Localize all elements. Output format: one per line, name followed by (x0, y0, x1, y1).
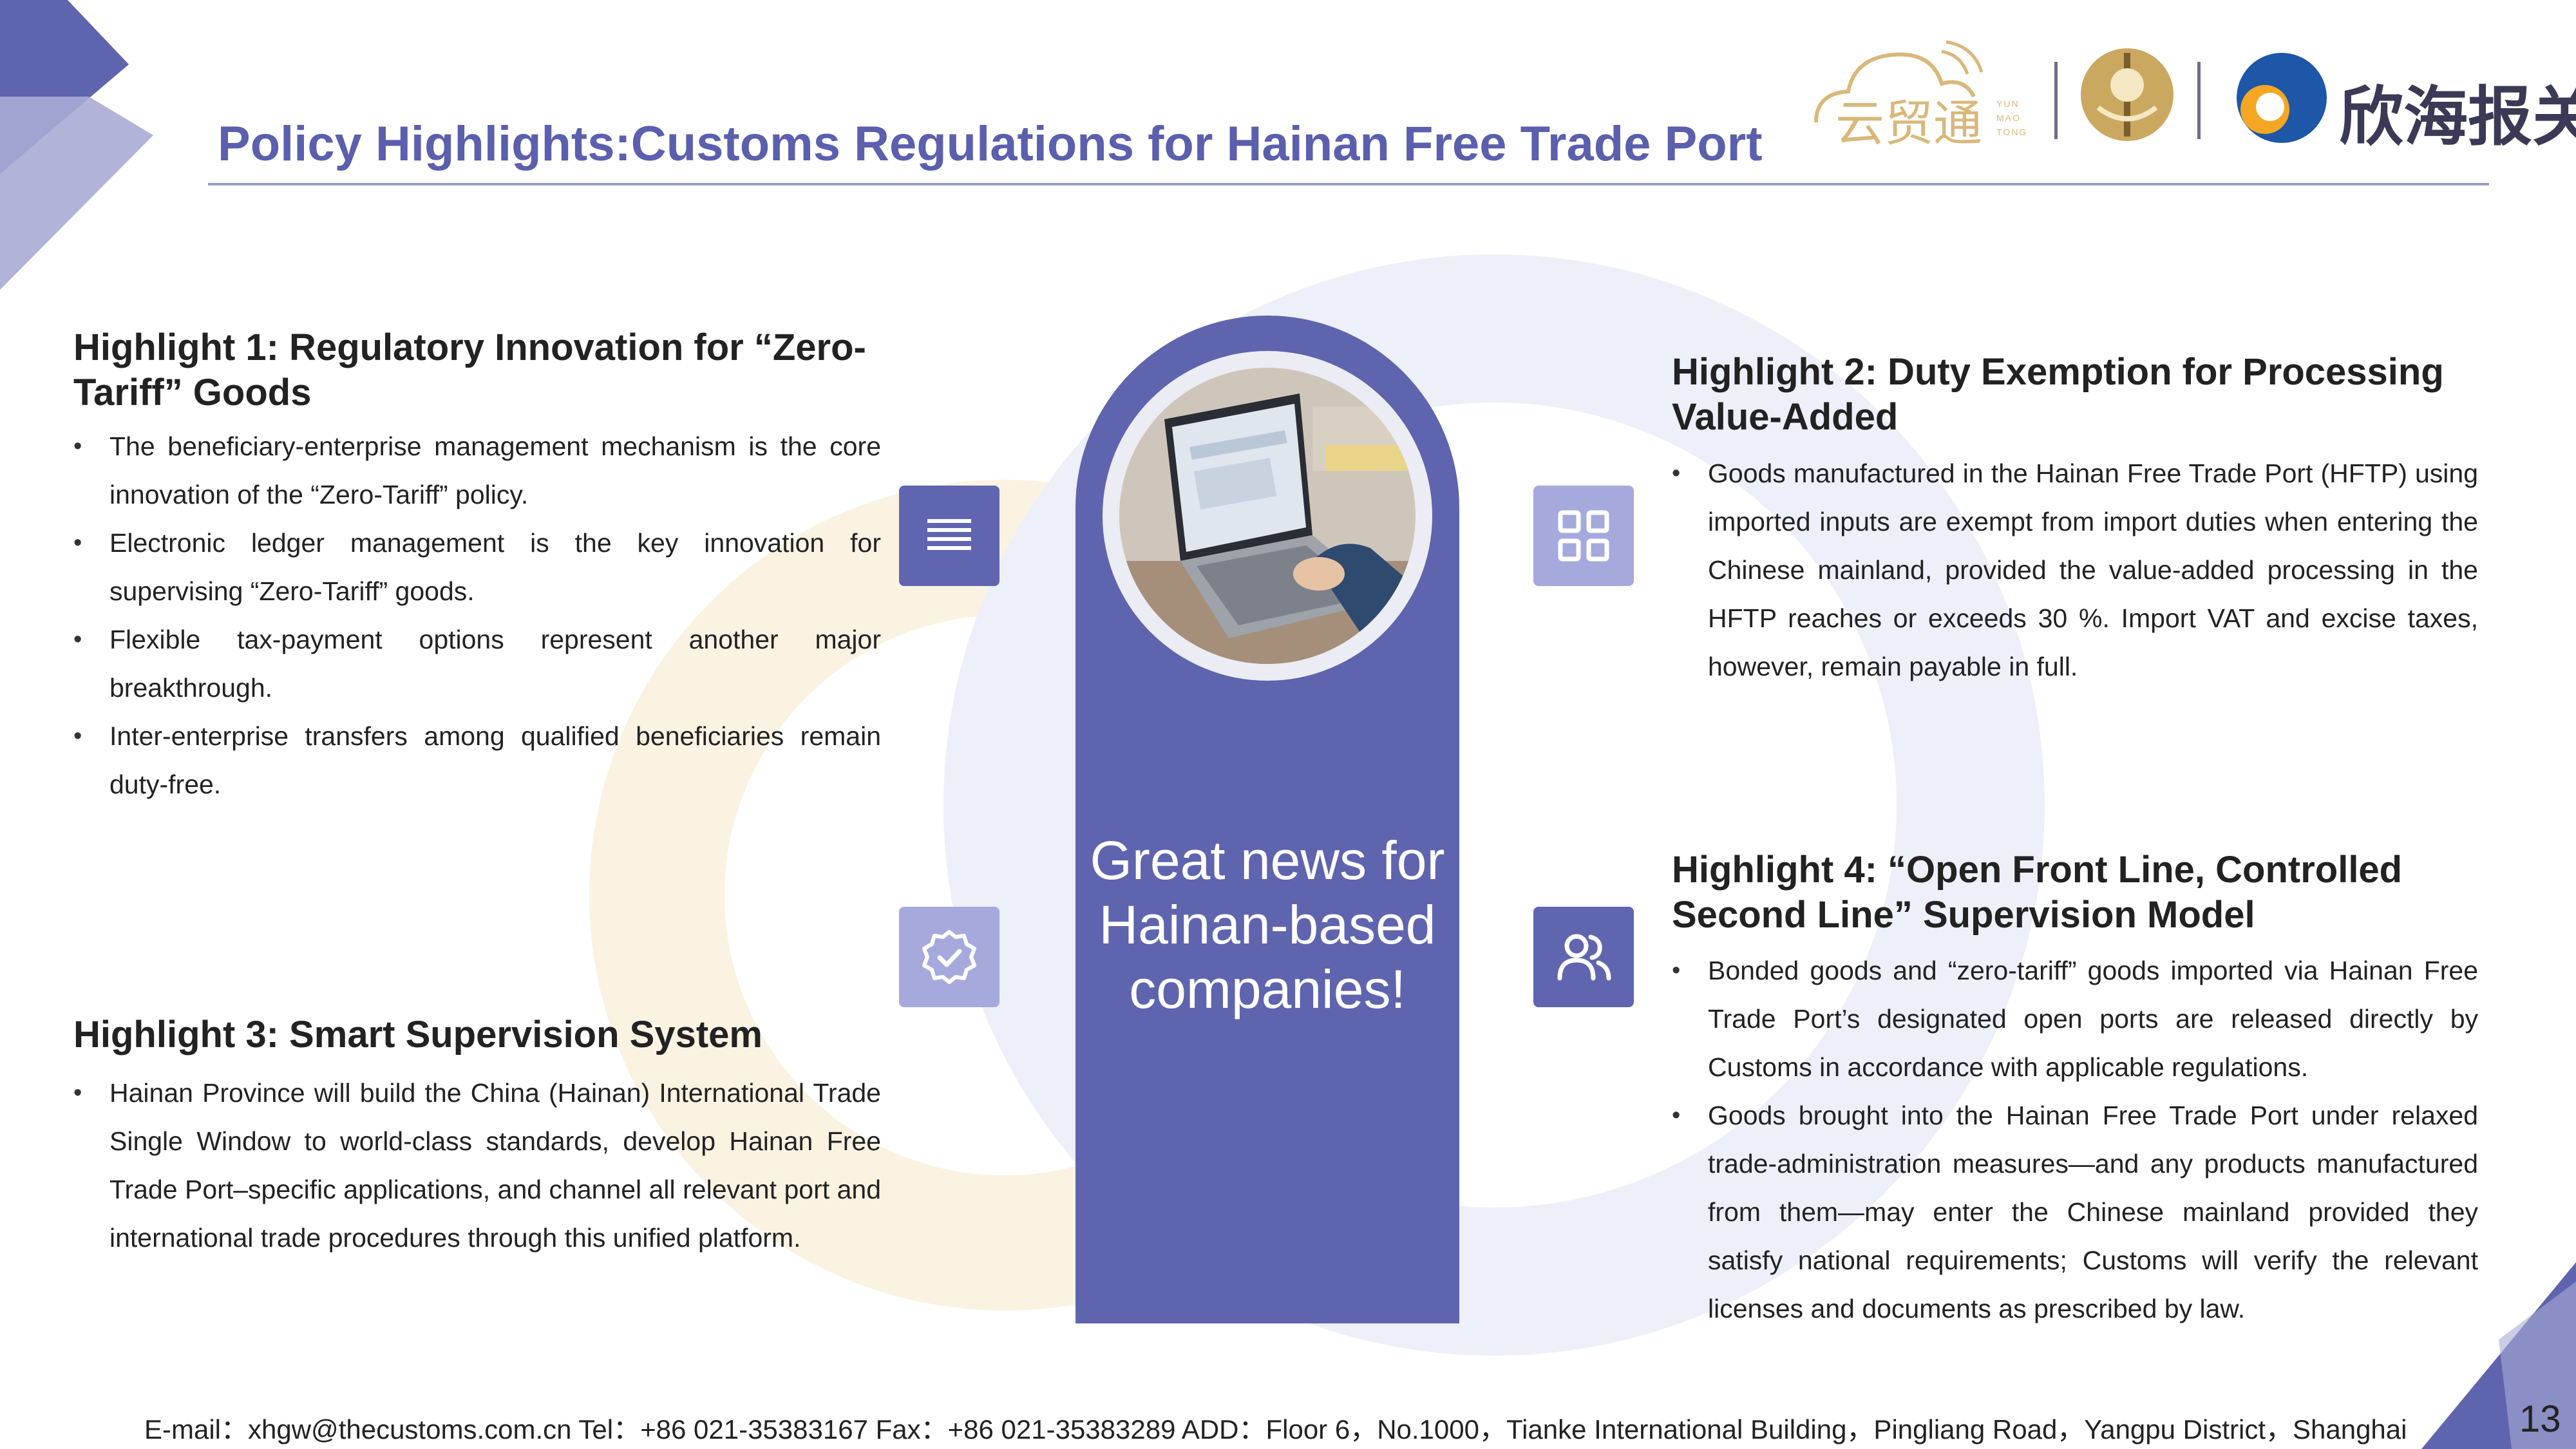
highlight-4-list: Bonded goods and “zero-tariff” goods imp… (1672, 947, 2478, 1333)
logo-separator (2197, 62, 2201, 139)
list-item: Inter-enterprise transfers among qualifi… (73, 712, 881, 809)
highlight-2-title: Highlight 2: Duty Exemption for Processi… (1672, 351, 2444, 438)
list-item: The beneficiary-enterprise management me… (73, 422, 881, 519)
list-icon (927, 519, 971, 550)
xinhai-text: 欣海报关 (2339, 81, 2576, 153)
title-divider (208, 183, 2489, 185)
xinhai-logo (2237, 53, 2327, 143)
footer-contact: E-mail：xhgw@thecustoms.com.cn Tel：+86 02… (144, 1414, 2407, 1444)
highlight-2-list: Goods manufactured in the Hainan Free Tr… (1672, 450, 2478, 691)
page-title: Policy Highlights:Customs Regulations fo… (218, 117, 1763, 171)
list-item: Bonded goods and “zero-tariff” goods imp… (1672, 947, 2478, 1092)
yunmaotong-small-text: YUN MAO TONG (1996, 99, 2028, 137)
customs-emblem-logo (2081, 48, 2174, 141)
highlight-1-list: The beneficiary-enterprise management me… (73, 422, 881, 809)
highlight-4-title: Highlight 4: “Open Front Line, Controlle… (1672, 849, 2403, 936)
pillar-message: Great news for Hainan-based companies! (1090, 830, 1445, 1019)
logo-separator (2054, 62, 2058, 139)
yunmaotong-logo (1814, 40, 1984, 123)
highlight-1-title: Highlight 1: Regulatory Innovation for “… (73, 327, 866, 413)
highlight-3-title: Highlight 3: Smart Supervision System (73, 1014, 762, 1056)
users-icon (1557, 934, 1611, 981)
logo-group: 云贸通 YUN MAO TONG 欣海报关 (1797, 26, 2576, 155)
grid-icon (1558, 510, 1609, 562)
highlight-3-list: Hainan Province will build the China (Ha… (73, 1069, 881, 1262)
page-number: 13 (2519, 1398, 2561, 1440)
check-badge-icon (922, 930, 976, 984)
highlight-1-icon-box (899, 486, 999, 586)
list-item: Goods manufactured in the Hainan Free Tr… (1672, 450, 2478, 691)
list-item: Flexible tax-payment options represent a… (73, 616, 881, 712)
highlight-2-icon-box (1533, 486, 1634, 586)
laptop-illustration (1119, 368, 1416, 664)
list-item: Hainan Province will build the China (Ha… (73, 1069, 881, 1262)
highlight-4-icon-box (1533, 907, 1634, 1007)
list-item: Electronic ledger management is the key … (73, 519, 881, 616)
list-item: Goods brought into the Hainan Free Trade… (1672, 1092, 2478, 1333)
yunmaotong-text: 云贸通 (1835, 95, 1982, 152)
laptop-photo (1119, 368, 1416, 664)
highlight-3-icon-box (899, 907, 999, 1007)
